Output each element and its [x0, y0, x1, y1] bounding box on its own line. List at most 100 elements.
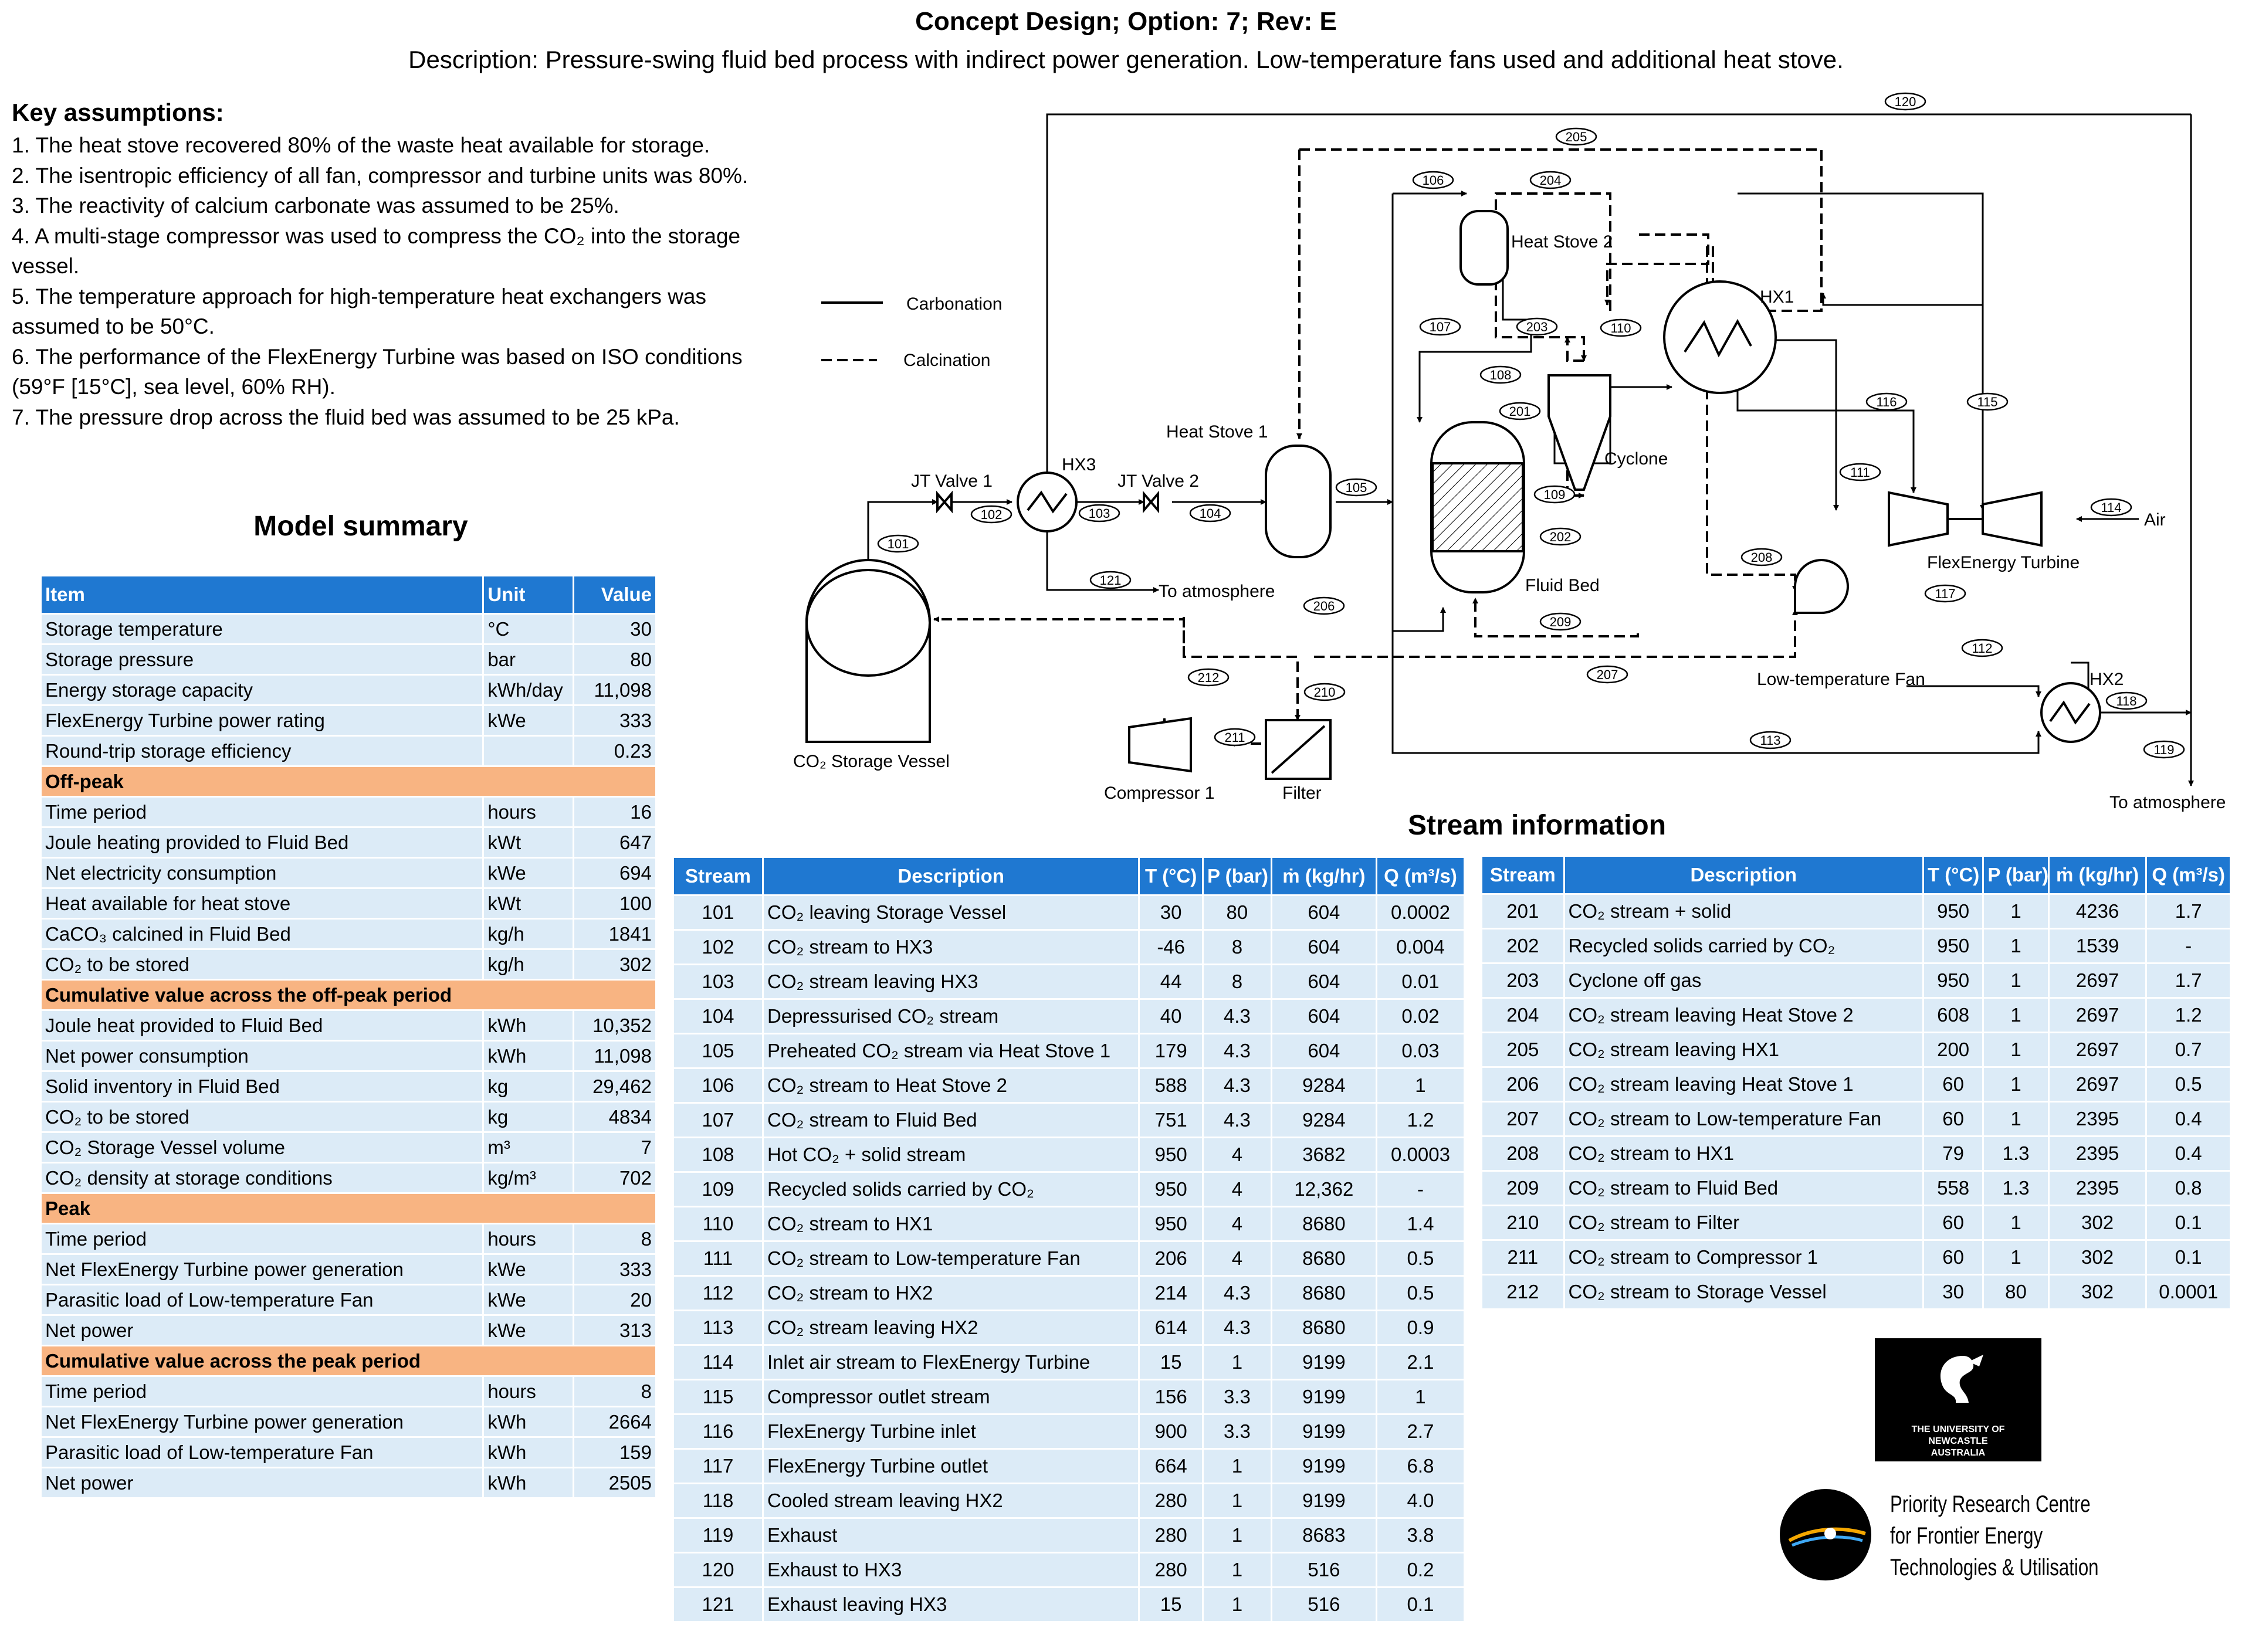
stream-cell: 4.3 — [1204, 1069, 1271, 1102]
stream-cell: CO₂ stream to HX1 — [1564, 1137, 1922, 1170]
assumption-item: 7. The pressure drop across the fluid be… — [12, 405, 680, 429]
stream-cell: Recycled solids carried by CO₂ — [1564, 930, 1922, 962]
stream-cell: 0.0001 — [2147, 1276, 2230, 1308]
to-atmosphere-label-1: To atmosphere — [1159, 582, 1275, 601]
stream-cell: 8680 — [1272, 1207, 1376, 1240]
stream-tag-oval — [1533, 485, 1576, 504]
ms-cell-item: Round-trip storage efficiency — [42, 737, 483, 765]
ms-cell-unit: kg/h — [484, 920, 573, 948]
stream-cell: 116 — [674, 1415, 762, 1448]
ms-cell-unit: kWh — [484, 1407, 573, 1436]
stream-cell: 1 — [1204, 1553, 1271, 1586]
stream-cell: 202 — [1482, 930, 1563, 962]
stream-tag-label: 210 — [1314, 685, 1336, 700]
stream-cell: Cyclone off gas — [1564, 964, 1922, 997]
stream-tag-oval — [970, 505, 1012, 524]
st1-header-stream: Stream — [674, 858, 762, 894]
stream-cell: 3682 — [1272, 1138, 1376, 1171]
stream-tag-label: 209 — [1550, 615, 1572, 629]
ms-cell-item: Time period — [42, 1224, 483, 1253]
page-title: Concept Design; Option: 7; Rev: E — [915, 7, 1337, 36]
stream-cell: 209 — [1482, 1172, 1563, 1205]
stream-tag-oval — [2105, 691, 2148, 710]
ms-cell-unit: kWt — [484, 828, 573, 857]
stream-cell: 179 — [1140, 1034, 1203, 1067]
stream-cell: 4.3 — [1204, 1034, 1271, 1067]
stream-cell: Depressurised CO₂ stream — [764, 1000, 1139, 1033]
stream-tag-oval — [1529, 171, 1572, 189]
stream-cell: 9199 — [1272, 1484, 1376, 1517]
stream-cell: Preheated CO₂ stream via Heat Stove 1 — [764, 1034, 1139, 1067]
stream-cell: 1 — [1984, 964, 2048, 997]
stream-cell: FlexEnergy Turbine outlet — [764, 1450, 1139, 1483]
ms-section-row: Off-peak — [42, 767, 655, 796]
stream-cell: 0.01 — [1377, 965, 1464, 998]
ms-cell-unit: kWe — [484, 1255, 573, 1284]
ms-cell-unit: kWe — [484, 859, 573, 887]
ms-cell-value: 159 — [574, 1438, 655, 1467]
heat-stove-2-label: Heat Stove 2 — [1511, 232, 1613, 252]
stream-cell: 201 — [1482, 895, 1563, 928]
stream-cell: 103 — [674, 965, 762, 998]
ms-cell-item: Net power consumption — [42, 1042, 483, 1070]
stream-tag-oval — [1586, 665, 1628, 684]
stream-cell: CO₂ stream to Low-temperature Fan — [1564, 1103, 1922, 1135]
stream-cell: 60 — [1923, 1206, 1983, 1239]
stream-tag-label: 119 — [2153, 742, 2174, 757]
stream-cell: 751 — [1140, 1104, 1203, 1137]
ms-section-label: Cumulative value across the off-peak per… — [42, 981, 655, 1009]
ms-cell-unit: kWe — [484, 1316, 573, 1345]
ms-cell-unit: kg — [484, 1103, 573, 1131]
stream-cell: 516 — [1272, 1553, 1376, 1586]
stream-cell: 0.02 — [1377, 1000, 1464, 1033]
stream-cell: 0.1 — [1377, 1588, 1464, 1621]
ms-cell-item: Heat available for heat stove — [42, 889, 483, 918]
heat-stove-1-label: Heat Stove 1 — [1166, 422, 1268, 442]
ms-cell-value: 1841 — [574, 920, 655, 948]
stream-cell: CO₂ stream to Low-temperature Fan — [764, 1242, 1139, 1275]
stream-tag-label: 113 — [1760, 733, 1780, 748]
stream-tag-oval — [2090, 498, 2132, 517]
stream-cell: 0.5 — [1377, 1277, 1464, 1310]
stream-cell: 0.9 — [1377, 1311, 1464, 1344]
stream-cell: 3.3 — [1204, 1380, 1271, 1413]
ms-cell-item: Time period — [42, 798, 483, 826]
stream-cell: 4 — [1204, 1173, 1271, 1206]
ms-cell-item: Net power — [42, 1468, 483, 1497]
stream-cell: 0.0003 — [1377, 1138, 1464, 1171]
stream-cell: 950 — [1140, 1173, 1203, 1206]
stream-cell: CO₂ stream leaving HX1 — [1564, 1033, 1922, 1066]
stream-cell: 8 — [1204, 931, 1271, 964]
stream-cell: 280 — [1140, 1519, 1203, 1552]
lt-fan-shape — [1794, 559, 1849, 614]
stream-tag-oval — [877, 534, 919, 553]
ms-cell-item: Net power — [42, 1316, 483, 1345]
stream-cell: CO₂ stream + solid — [1564, 895, 1922, 928]
ms-cell-value: 11,098 — [574, 1042, 655, 1070]
ms-section-row: Cumulative value across the off-peak per… — [42, 981, 655, 1009]
stream-tag-oval — [1189, 504, 1231, 523]
ms-cell-unit: °C — [484, 615, 573, 643]
stream-cell: 1 — [1984, 1241, 2048, 1274]
stream-cell: 200 — [1923, 1033, 1983, 1066]
stream-tag-oval — [1479, 365, 1522, 384]
ms-cell-item: Net FlexEnergy Turbine power generation — [42, 1255, 483, 1284]
stream-cell: CO₂ stream leaving HX3 — [764, 965, 1139, 998]
